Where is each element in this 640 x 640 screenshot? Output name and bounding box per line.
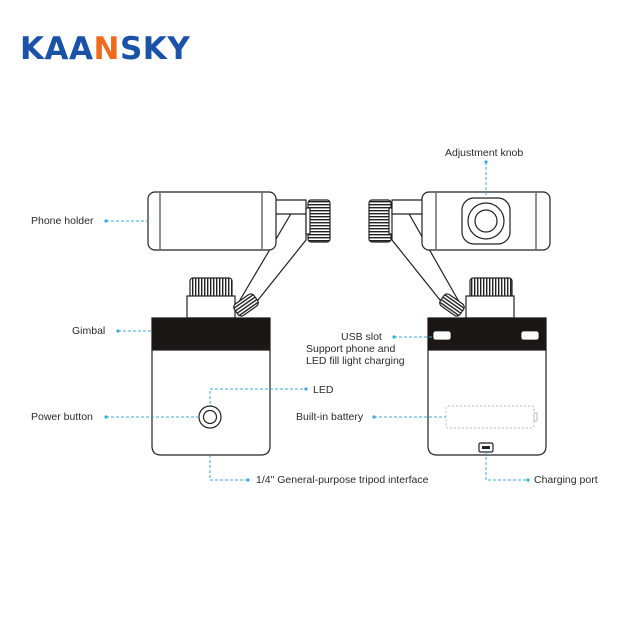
callout-charging-port: [485, 452, 528, 481]
front-arm-knob-ribbed: [307, 199, 331, 243]
brand-logo-part-3: SKY: [119, 31, 191, 67]
usb-slot-right-icon: [521, 331, 539, 340]
label-phone-holder: Phone holder: [31, 215, 94, 227]
label-charging-port: Charging port: [534, 474, 598, 486]
back-arm-knob-ribbed: [368, 199, 392, 243]
label-led: LED: [313, 384, 334, 396]
front-view: [147, 191, 331, 456]
label-power-button: Power button: [31, 411, 93, 423]
back-view: [368, 191, 551, 456]
label-usb-slot-desc-1: Support phone and: [306, 343, 396, 355]
brand-logo-part-2: N: [93, 31, 120, 67]
callout-lines: [106, 162, 528, 481]
callout-tripod-interface: [209, 455, 248, 481]
front-phone-holder: [147, 191, 277, 251]
brand-logo-part-1: KAA: [20, 31, 94, 67]
label-usb-slot: USB slot: [341, 331, 382, 343]
back-arm-pivot-knob: [439, 293, 465, 317]
front-gimbal-band: [151, 317, 271, 351]
label-tripod-interface: 1/4" General-purpose tripod interface: [256, 474, 429, 486]
callout-dots: [104, 160, 530, 482]
battery-icon: [445, 405, 535, 429]
label-gimbal: Gimbal: [72, 325, 106, 337]
front-arm-pivot-knob: [233, 293, 259, 317]
label-built-in-battery: Built-in battery: [296, 411, 364, 423]
back-base-body: [427, 349, 547, 456]
front-gimbal-arm-top: [273, 199, 307, 215]
brand-logo: KAANSKY: [20, 34, 190, 65]
label-usb-slot-desc-2: LED fill light charging: [306, 355, 405, 367]
label-adjustment-knob: Adjustment knob: [445, 147, 524, 159]
front-base-body: [151, 349, 271, 456]
back-gimbal-arm-top: [391, 199, 425, 215]
usb-slot-left-icon: [433, 331, 451, 340]
callout-led: [209, 388, 306, 404]
